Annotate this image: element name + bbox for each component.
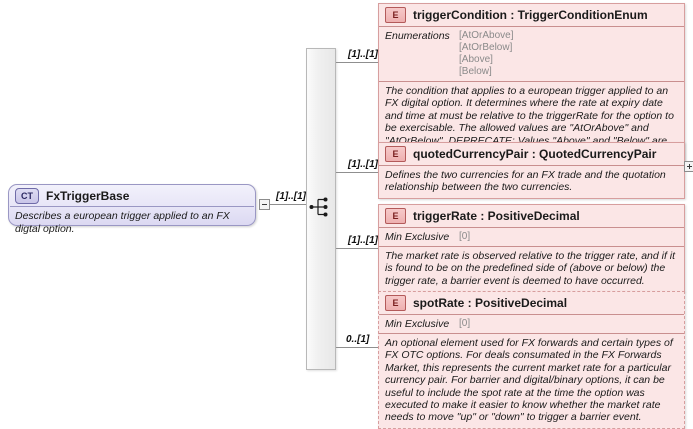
element-facet-min-exclusive: Min Exclusive [0] (379, 315, 684, 334)
element-box-triggerrate[interactable]: E triggerRate : PositiveDecimal Min Excl… (378, 204, 685, 293)
element-badge-icon: E (385, 146, 406, 162)
sequence-compositor-box[interactable] (306, 48, 336, 370)
element-title: triggerRate : PositiveDecimal (413, 209, 580, 223)
collapse-toggle-icon[interactable] (259, 199, 270, 210)
complex-type-documentation: Describes a european trigger applied to … (15, 210, 230, 235)
facet-label: Min Exclusive (385, 318, 450, 330)
cardinality-root: [1]..[1] (276, 191, 306, 202)
connector-line-root (270, 204, 306, 205)
connector-line-spotrate (336, 347, 378, 348)
element-documentation: Defines the two currencies for an FX tra… (385, 169, 666, 194)
cardinality-triggerrate: [1]..[1] (348, 235, 378, 246)
element-header-triggercondition: E triggerCondition : TriggerConditionEnu… (379, 4, 684, 27)
facet-value: [Above] (459, 54, 493, 65)
expand-toggle-icon[interactable] (684, 161, 693, 172)
facet-values: [0] (459, 231, 470, 243)
facet-label: Min Exclusive (385, 231, 450, 243)
cardinality-quotedcurrencypair: [1]..[1] (348, 159, 378, 170)
element-header-quotedcurrencypair: E quotedCurrencyPair : QuotedCurrencyPai… (379, 143, 684, 166)
facet-value: [0] (459, 318, 471, 329)
element-box-spotrate[interactable]: E spotRate : PositiveDecimal Min Exclusi… (378, 291, 685, 429)
sequence-icon (309, 196, 333, 218)
connector-line-triggercondition (336, 62, 378, 63)
element-facet-min-exclusive: Min Exclusive [0] (379, 228, 684, 247)
facet-value: [AtOrAbove] (459, 30, 514, 41)
element-title: spotRate : PositiveDecimal (413, 296, 568, 310)
facet-values: [0] (459, 318, 470, 330)
element-documentation: The market rate is observed relative to … (385, 250, 676, 287)
element-documentation: The condition that applies to a european… (385, 85, 674, 159)
connector-line-triggerrate (336, 248, 378, 249)
connector-line-quotedcurrencypair (336, 172, 378, 173)
element-facet-enumerations: Enumerations [AtOrAbove] [AtOrBelow] [Ab… (379, 27, 684, 82)
complex-type-divider (10, 206, 254, 207)
facet-value: [AtOrBelow] (459, 42, 513, 53)
complex-type-box-fxtriggerbase[interactable]: CT FxTriggerBase Describes a european tr… (8, 184, 256, 235)
facet-values: [AtOrAbove] [AtOrBelow] [Above] [Below] (459, 30, 513, 78)
facet-value: [0] (459, 231, 471, 242)
element-badge-icon: E (385, 295, 406, 311)
element-header-spotrate: E spotRate : PositiveDecimal (379, 292, 684, 315)
element-title: triggerCondition : TriggerConditionEnum (413, 8, 648, 22)
element-badge-icon: E (385, 7, 406, 23)
facet-value: [Below] (459, 66, 492, 77)
complex-type-header: CT FxTriggerBase (9, 185, 255, 206)
facet-label: Enumerations (385, 30, 450, 42)
element-documentation: An optional element used for FX forwards… (385, 337, 673, 424)
element-header-triggerrate: E triggerRate : PositiveDecimal (379, 205, 684, 228)
cardinality-triggercondition: [1]..[1] (348, 49, 378, 60)
cardinality-spotrate: 0..[1] (346, 334, 370, 345)
element-box-quotedcurrencypair[interactable]: E quotedCurrencyPair : QuotedCurrencyPai… (378, 142, 685, 199)
complex-type-badge-icon: CT (15, 187, 39, 204)
element-badge-icon: E (385, 208, 406, 224)
complex-type-name: FxTriggerBase (46, 188, 130, 203)
element-box-triggercondition[interactable]: E triggerCondition : TriggerConditionEnu… (378, 3, 685, 165)
element-title: quotedCurrencyPair : QuotedCurrencyPair (413, 147, 657, 161)
